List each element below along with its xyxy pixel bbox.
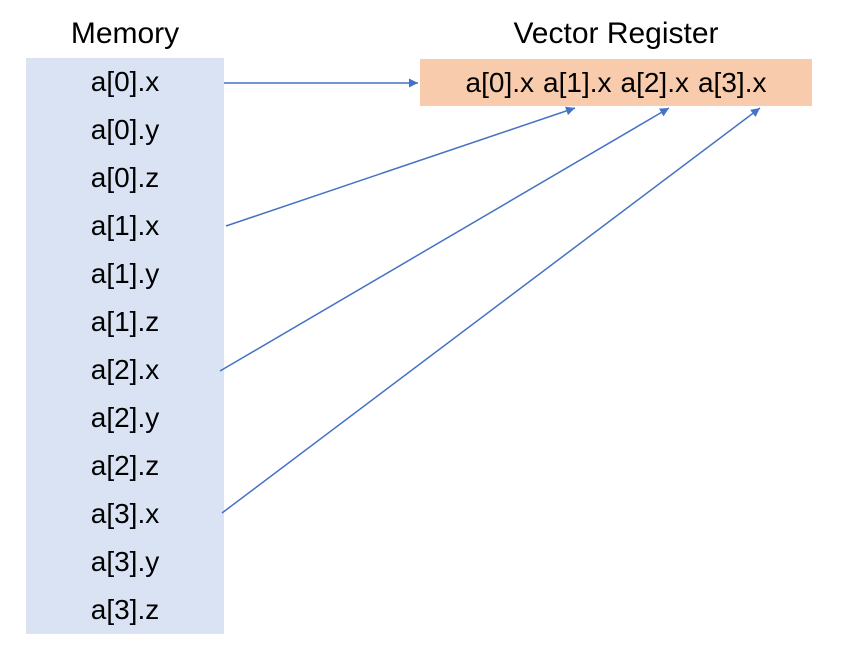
arrow-a3x-to-lane-3 — [221, 107, 761, 514]
memory-cell-a1-y: a[1].y — [90, 258, 160, 289]
vector-register: a[0].x a[1].x a[2].x a[3].x — [420, 59, 812, 106]
memory-title: Memory — [70, 17, 180, 50]
memory-cell-a3-y: a[3].y — [90, 546, 160, 577]
arrow-a1x-to-lane-1 — [225, 106, 576, 227]
memory-cell-a0-y: a[0].y — [90, 114, 160, 145]
register-lane-3: a[3].x — [697, 67, 767, 98]
register-lane-2: a[2].x — [620, 67, 689, 98]
register-lane-0: a[0].x — [465, 67, 535, 98]
vector-register-title: Vector Register — [513, 17, 719, 50]
memory-cell-a3-x: a[3].x — [90, 498, 160, 529]
memory-cell-a1-x: a[1].x — [90, 210, 160, 241]
memory-cell-a3-z: a[3].z — [90, 594, 160, 625]
memory-cell-a2-y: a[2].y — [90, 402, 160, 433]
memory-cell-a1-z: a[1].z — [90, 306, 160, 337]
register-lane-1: a[1].x — [543, 67, 612, 98]
arrow-a2x-to-lane-2 — [219, 107, 670, 372]
memory-column: a[0].x a[0].y a[0].z a[1].x a[1].y a[1].… — [26, 58, 224, 634]
memory-cell-a0-z: a[0].z — [90, 162, 160, 193]
memory-cell-a2-z: a[2].z — [90, 450, 160, 481]
memory-cell-a2-x: a[2].x — [90, 354, 160, 385]
memory-cell-a0-x: a[0].x — [90, 66, 160, 97]
